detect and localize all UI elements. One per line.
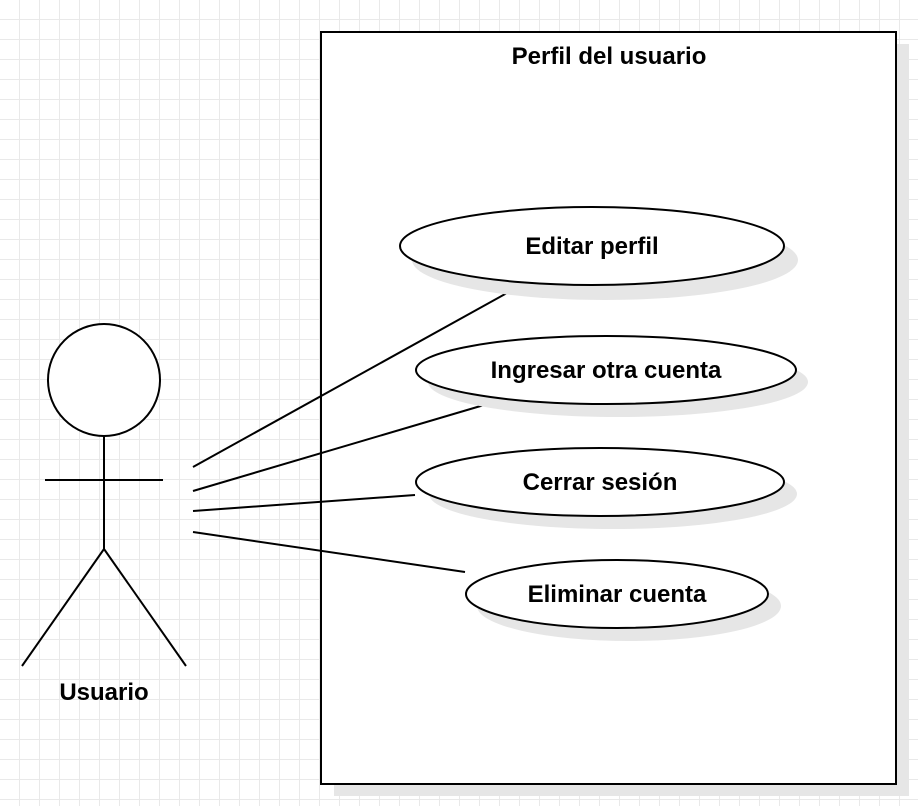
use-case-ingresar-otra-cuenta[interactable]: Ingresar otra cuenta: [415, 335, 808, 417]
use-case-ellipse: [399, 206, 785, 286]
association-line-eliminar-cuenta[interactable]: [192, 531, 466, 573]
actor-usuario[interactable]: Usuario: [21, 323, 187, 706]
use-case-label: Editar perfil: [525, 233, 658, 260]
association-line-ingresar-otra-cuenta[interactable]: [192, 404, 485, 492]
actor-right-leg: [103, 548, 187, 667]
use-case-cerrar-sesion[interactable]: Cerrar sesión: [415, 447, 797, 529]
use-case-eliminar-cuenta[interactable]: Eliminar cuenta: [465, 559, 781, 641]
use-case-label: Eliminar cuenta: [528, 581, 707, 608]
actor-label: Usuario: [59, 679, 148, 706]
use-case-label: Ingresar otra cuenta: [491, 357, 722, 384]
use-case-ellipse: [465, 559, 769, 629]
use-case-ellipse: [415, 447, 785, 517]
associations: [192, 287, 517, 573]
use-case-label: Cerrar sesión: [523, 469, 678, 496]
actor-head: [47, 323, 161, 437]
association-line-cerrar-sesion[interactable]: [192, 494, 416, 512]
use-case-editar-perfil[interactable]: Editar perfil: [399, 206, 798, 300]
association-line-editar-perfil[interactable]: [192, 287, 517, 468]
use-case-ellipse: [415, 335, 797, 405]
system-title: Perfil del usuario: [512, 43, 707, 70]
actor-left-leg: [21, 548, 105, 667]
